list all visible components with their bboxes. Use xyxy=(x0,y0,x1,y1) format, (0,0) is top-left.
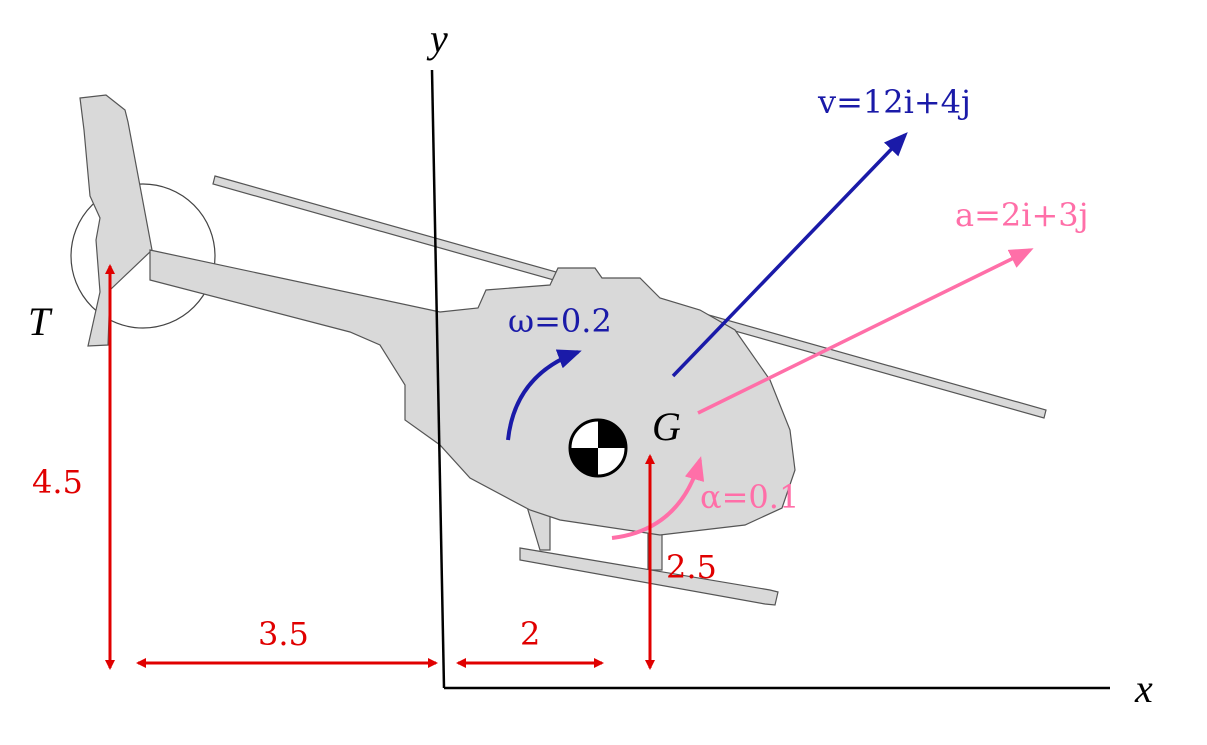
velocity-label: v=12i+4j xyxy=(817,83,971,121)
tail-rotor-disc xyxy=(70,183,216,329)
dimension-tail-height-label: 4.5 xyxy=(32,463,83,501)
angular-velocity-arrow xyxy=(506,349,582,441)
label-T: T xyxy=(28,299,53,344)
dimension-axis-to-G-label: 2 xyxy=(520,615,540,653)
angular-acceleration-arrow xyxy=(611,456,705,540)
x-axis-label: x xyxy=(1134,666,1153,711)
y-axis xyxy=(430,69,446,689)
velocity-arrow xyxy=(671,132,908,378)
center-of-mass-marker xyxy=(568,418,628,478)
tail-fin xyxy=(79,94,153,347)
angular-acceleration-label: α=0.1 xyxy=(700,478,799,516)
helicopter-body xyxy=(149,249,796,536)
dimension-G-height-label: 2.5 xyxy=(666,548,717,586)
label-G: G xyxy=(652,404,681,449)
dimension-tail-to-axis-label: 3.5 xyxy=(258,615,309,653)
angular-velocity-label: ω=0.2 xyxy=(508,302,612,340)
acceleration-label: a=2i+3j xyxy=(955,196,1089,234)
acceleration-arrow xyxy=(697,248,1034,415)
y-axis-label: y xyxy=(426,16,448,61)
